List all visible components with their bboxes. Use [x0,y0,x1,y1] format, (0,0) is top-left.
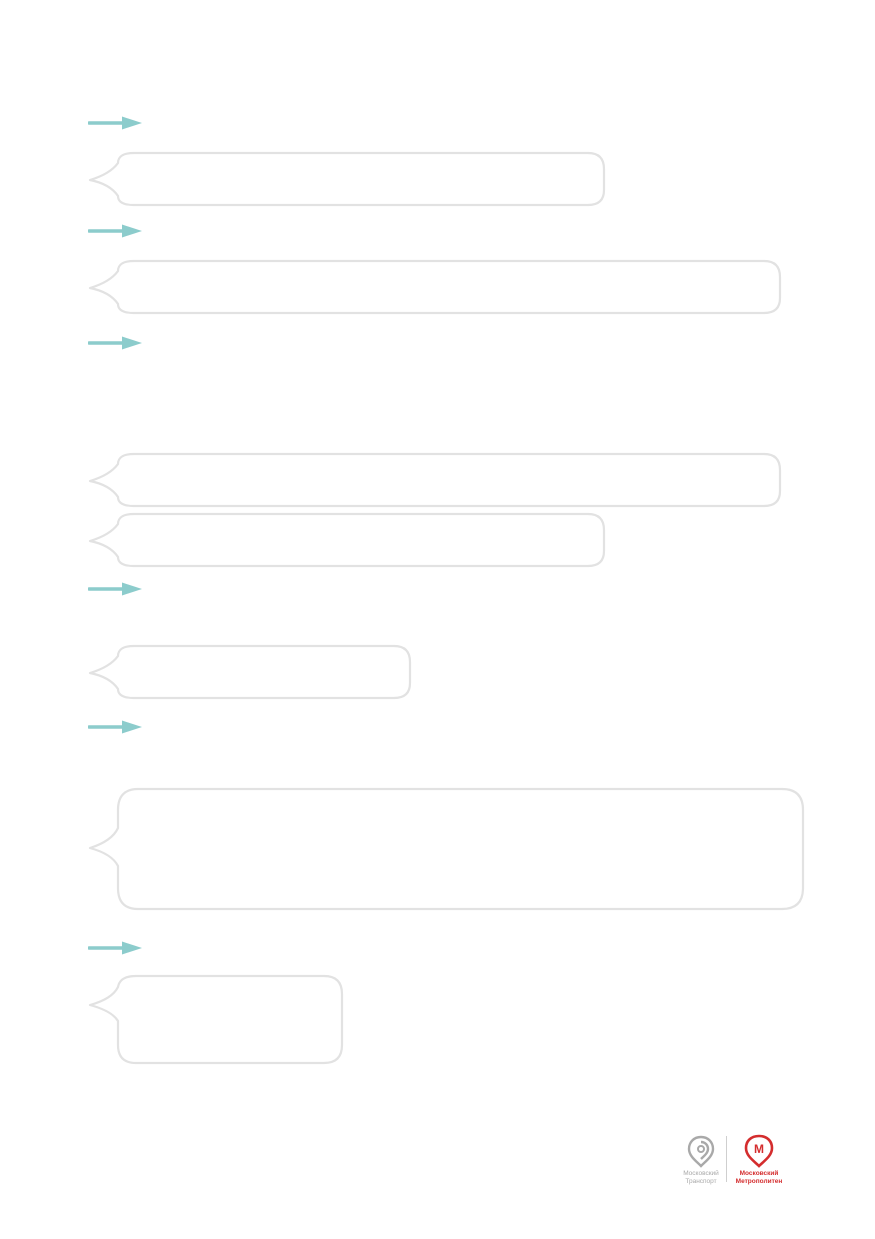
speech-bubble [88,151,606,207]
moscow-metro-name: Московский Метрополитен [724,1170,794,1186]
moscow-transport-logo: Московский Транспорт [676,1134,726,1190]
arrow-icon [88,224,142,238]
speech-bubble [88,259,782,315]
speech-bubble [88,644,412,700]
speech-bubble [88,512,606,568]
moscow-metro-name-line1: Московский [739,1170,779,1177]
speech-bubble [88,787,805,911]
arrow-icon [88,116,142,130]
moscow-metro-name-line2: Метрополитен [735,1178,783,1185]
arrow-icon [88,336,142,350]
moscow-transport-name-line1: Московский [683,1170,719,1177]
footer-logos: Московский Транспорт М Московский Метроп… [676,1134,788,1190]
logo-divider [726,1136,727,1182]
speech-bubble [88,974,344,1065]
moscow-metro-icon: М [744,1134,774,1168]
arrow-icon [88,941,142,955]
arrow-icon [88,720,142,734]
arrow-icon [88,582,142,596]
moscow-metro-logo: М Московский Метрополитен [734,1134,784,1190]
moscow-transport-name: Московский Транспорт [666,1170,736,1186]
metro-letter: М [754,1142,764,1156]
moscow-transport-name-line2: Транспорт [685,1178,717,1185]
moscow-transport-icon [687,1135,715,1168]
speech-bubble [88,452,782,508]
